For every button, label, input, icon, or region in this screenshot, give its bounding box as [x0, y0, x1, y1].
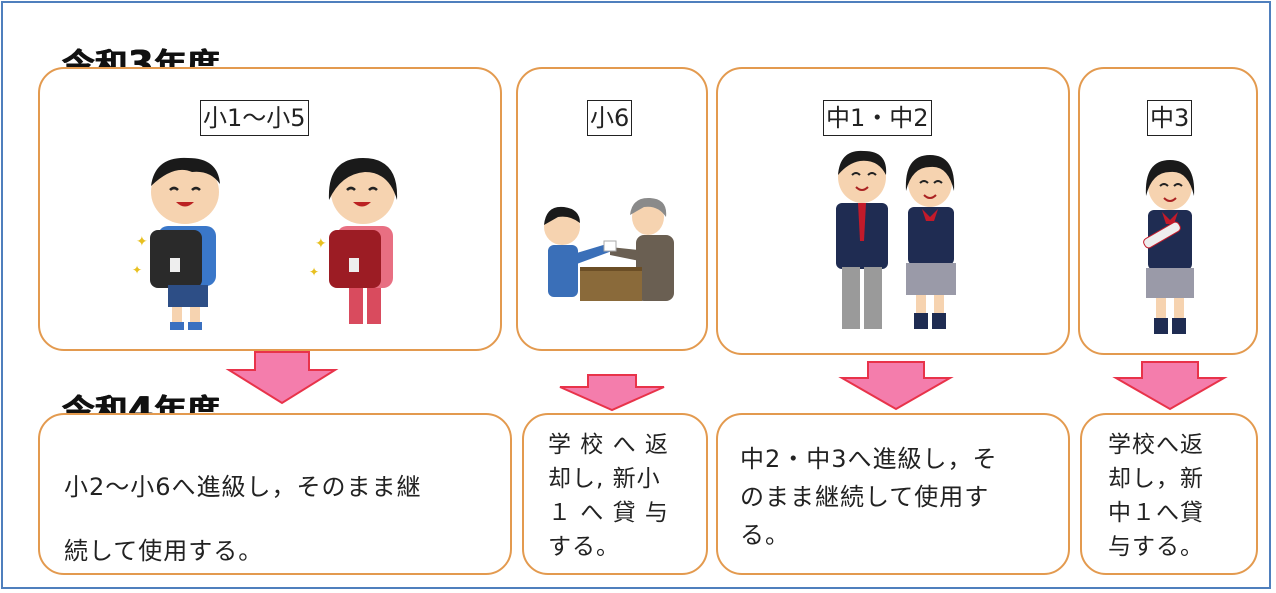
result-line: 学校へ返: [1108, 432, 1204, 458]
result-line: 却し, 新小: [548, 466, 661, 492]
result-line: 小2～小6へ進級し，そのまま継: [64, 473, 422, 501]
result-line: １ へ 貸 与: [548, 500, 669, 526]
result-line: 却し，新: [1108, 466, 1204, 492]
result-line: 続して使用する。: [64, 537, 264, 565]
result-line: る。: [740, 521, 790, 549]
elementary-girl-illustration: ✦✦: [309, 158, 398, 324]
graduate-student-illustration: [1143, 160, 1195, 334]
group-label-chuu1-2: 中1・中2: [823, 100, 932, 136]
junior-high-students-illustration: [836, 150, 956, 329]
group-label-shou1-5: 小1～小5: [200, 100, 309, 136]
elementary-boy-illustration: ✦✦: [132, 157, 220, 330]
down-arrow-shou1-5: [225, 351, 339, 405]
group-label-chuu3: 中3: [1147, 100, 1193, 136]
result-line: 中１へ貸: [1108, 500, 1204, 526]
result-box-shou1-5: [38, 413, 512, 575]
svg-text:✦: ✦: [309, 265, 319, 279]
down-arrow-chuu1-2: [838, 361, 954, 411]
svg-text:✦: ✦: [132, 263, 142, 277]
result-box-shou6: [522, 413, 708, 575]
result-line: 学 校 へ 返: [548, 432, 669, 458]
result-box-chuu1-2: [716, 413, 1070, 575]
group-label-shou6: 小6: [587, 100, 633, 136]
result-text-shou1-5: 小2～小6へ進級し，そのまま継 続して使用する。: [64, 455, 422, 583]
down-arrow-shou6: [559, 374, 665, 412]
svg-text:✦: ✦: [315, 236, 327, 252]
result-line: 与する。: [1108, 534, 1204, 560]
result-text-chuu1-2: 中2・中3へ進級し，そ のまま継続して使用す る。: [740, 440, 998, 554]
graduation-ceremony-illustration: [544, 197, 674, 301]
svg-text:✦: ✦: [136, 234, 148, 250]
result-line: 中2・中3へ進級し，そ: [740, 445, 998, 473]
result-box-chuu3: [1080, 413, 1258, 575]
result-line: する。: [548, 534, 620, 560]
result-text-chuu3: 学校へ返 却し，新 中１へ貸 与する。: [1108, 428, 1204, 564]
result-line: のまま継続して使用す: [740, 483, 990, 511]
down-arrow-chuu3: [1112, 361, 1228, 411]
result-text-shou6: 学 校 へ 返 却し, 新小 １ へ 貸 与 する。: [548, 428, 669, 564]
